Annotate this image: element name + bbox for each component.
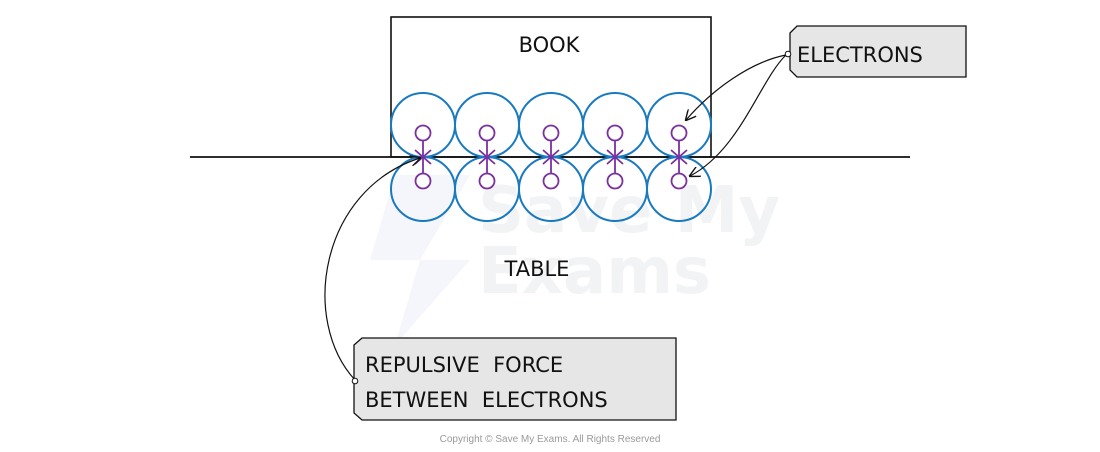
- electrons-arrow-lower: [690, 54, 787, 176]
- book-electron: [414, 124, 432, 142]
- repulsive-force-label-tag: REPULSIVE FORCE BETWEEN ELECTRONS: [351, 337, 677, 421]
- table-electron: [414, 172, 432, 190]
- electrons-label: ELECTRONS: [797, 43, 923, 67]
- book-electron: [606, 124, 624, 142]
- book-electron: [542, 124, 560, 142]
- table-electron: [606, 172, 624, 190]
- electrons-label-tag: ELECTRONS: [784, 25, 967, 78]
- table-electron: [670, 172, 688, 190]
- table-electron: [542, 172, 560, 190]
- electrons-arrow-upper: [686, 54, 787, 120]
- book-electron: [478, 124, 496, 142]
- watermark: Save My Exams: [370, 174, 780, 345]
- table-electron: [478, 172, 496, 190]
- repulsion-arrows-icon: [606, 149, 624, 165]
- repulsion-arrows-icon: [542, 149, 560, 165]
- atoms-group: [390, 92, 712, 222]
- watermark-text-2: Exams: [478, 235, 711, 309]
- repulsive-label-line1: REPULSIVE FORCE: [365, 353, 563, 377]
- book-electron: [670, 124, 688, 142]
- repulsion-arrows-icon: [478, 149, 496, 165]
- watermark-logo-icon: [370, 175, 470, 345]
- repulsion-arrows-icon: [670, 149, 688, 165]
- copyright-text: Copyright © Save My Exams. All Rights Re…: [440, 434, 661, 445]
- book-label: BOOK: [519, 33, 581, 57]
- repulsive-force-arrow: [324, 158, 420, 381]
- table-label: TABLE: [504, 257, 570, 281]
- repulsive-label-line2: BETWEEN ELECTRONS: [365, 388, 608, 412]
